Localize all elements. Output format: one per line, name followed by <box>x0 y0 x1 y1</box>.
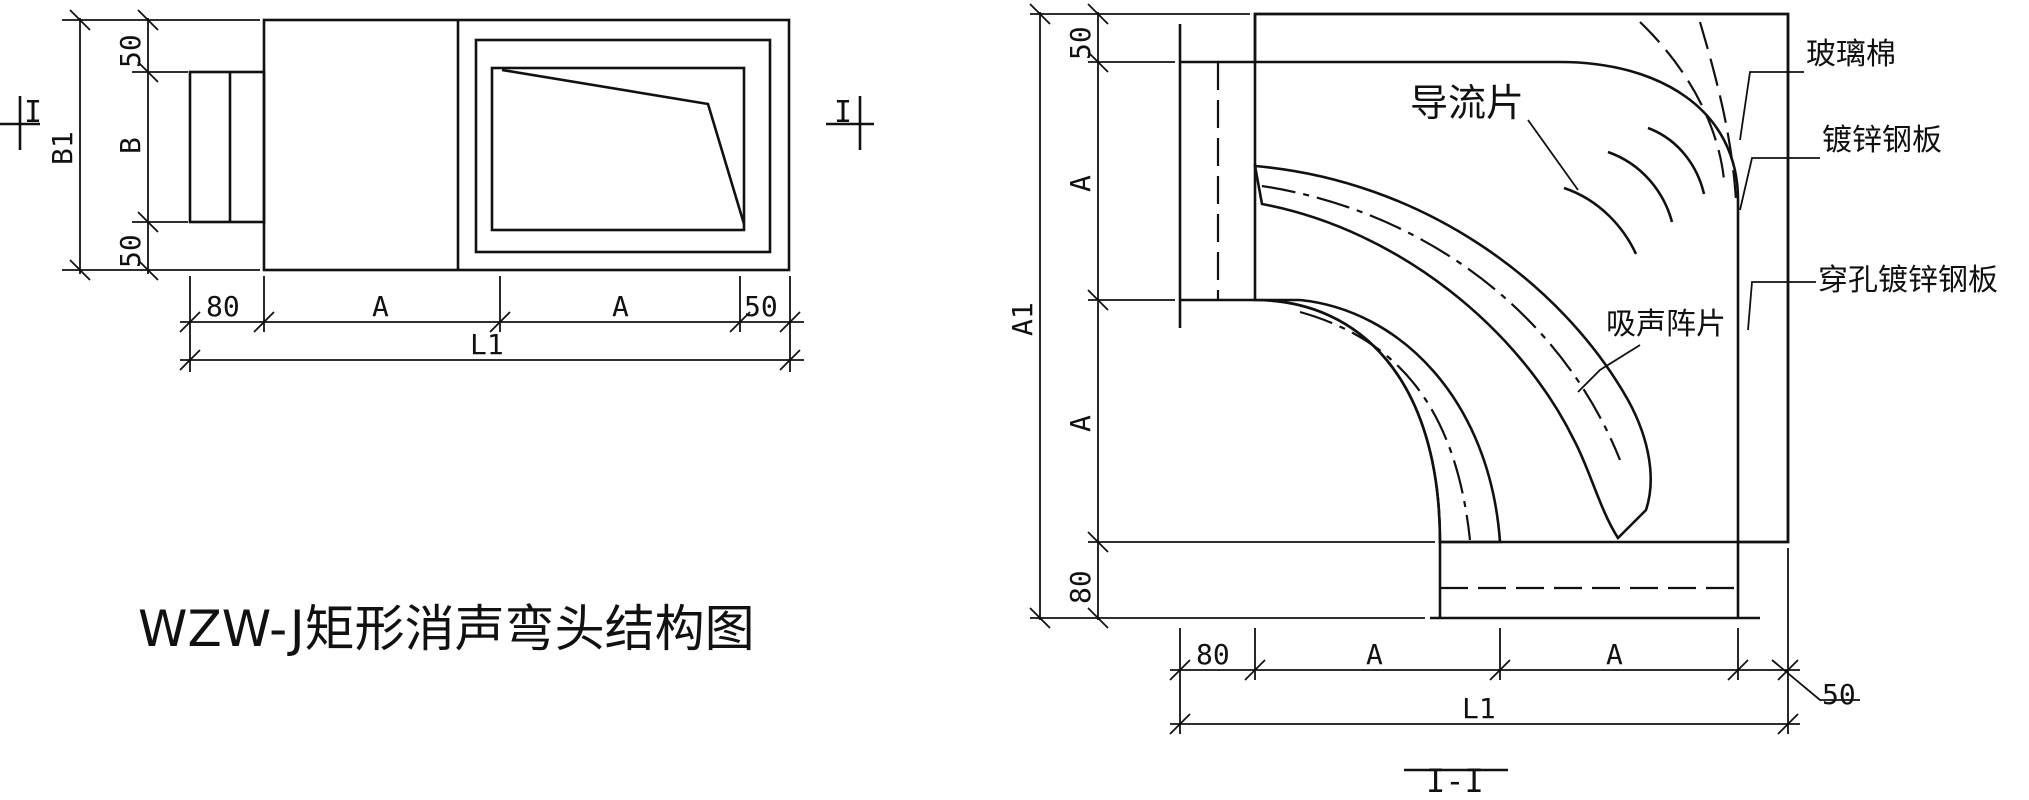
dim-a1-vertical-label: A1 <box>1006 302 1039 336</box>
dim-b1-label: B1 <box>46 131 79 165</box>
section-vertical-dims: A1 50 A A 80 <box>1006 3 1435 629</box>
section-label: I-I <box>1426 762 1484 800</box>
section-mark-left-label: I <box>24 95 42 130</box>
dim-top-50-label: 50 <box>114 34 147 68</box>
section-horizontal-dims: 80 A A 50 L1 <box>1169 548 1860 735</box>
glass-wool-layer <box>1253 12 1790 544</box>
callout-guide-vane: 导流片 <box>1410 81 1524 125</box>
callout-perforated-sheet: 穿孔镀锌钢板 <box>1818 263 1998 298</box>
perforated-sheet-line-2 <box>1639 21 1726 181</box>
inner-absorber-layer <box>1254 298 1502 544</box>
dim-a-left-label: A <box>1366 638 1383 671</box>
inner-dashdot-line <box>1299 310 1472 541</box>
dim-a1-label: A <box>372 290 389 323</box>
dim-a-upper-label: A <box>1064 175 1097 192</box>
front-view: I I B1 50 B 50 <box>0 9 874 372</box>
dim-a2-label: A <box>612 290 629 323</box>
dim-bottom-50-label: 50 <box>114 234 147 268</box>
guide-vane-arc-3 <box>1647 126 1706 195</box>
dim-a-lower-label: A <box>1064 415 1097 432</box>
guide-vane-arc-1 <box>1563 186 1638 255</box>
dim-l1-horizontal-label: L1 <box>1462 692 1496 725</box>
outlet-frame-inner <box>490 66 746 232</box>
section-mark-right: I <box>826 95 874 150</box>
dim-80-horizontal-label: 80 <box>1196 638 1230 671</box>
front-vertical-dims: B1 50 B 50 <box>46 9 260 281</box>
front-horizontal-dims: 80 A A 50 L1 <box>179 276 804 372</box>
dim-top-50-vertical-label: 50 <box>1064 26 1097 60</box>
callout-glass-wool: 玻璃棉 <box>1806 37 1896 72</box>
section-view: 玻璃棉 镀锌钢板 导流片 穿孔镀锌钢板 吸声阵片 A1 50 A A 80 <box>1006 3 1998 800</box>
callout-galvanized-sheet: 镀锌钢板 <box>1822 123 1942 158</box>
dim-50-label: 50 <box>744 290 778 323</box>
section-mark-left: I <box>0 95 42 150</box>
splitter-centerline <box>1261 184 1622 461</box>
guide-vane-arc-2 <box>1607 150 1674 223</box>
dim-bottom-80-vertical-label: 80 <box>1064 570 1097 604</box>
section-mark-right-label: I <box>834 95 852 130</box>
dim-b-label: B <box>114 137 147 154</box>
dim-a-right-label: A <box>1606 638 1623 671</box>
vane-outline <box>501 68 746 225</box>
dim-50-horizontal-label: 50 <box>1822 678 1856 711</box>
absorber-splitter <box>1253 164 1652 541</box>
callout-absorber: 吸声阵片 <box>1606 307 1726 342</box>
dim-80-label: 80 <box>206 290 240 323</box>
outlet-frame-outer <box>474 38 772 254</box>
silencer-body <box>262 18 791 272</box>
dim-l1-label: L1 <box>470 328 504 361</box>
callout-leaders <box>1527 71 1820 393</box>
perforated-sheet-line-1 <box>1698 21 1738 201</box>
inlet-collar <box>188 70 266 224</box>
drawing-title: WZW-J矩形消声弯头结构图 <box>138 600 755 658</box>
